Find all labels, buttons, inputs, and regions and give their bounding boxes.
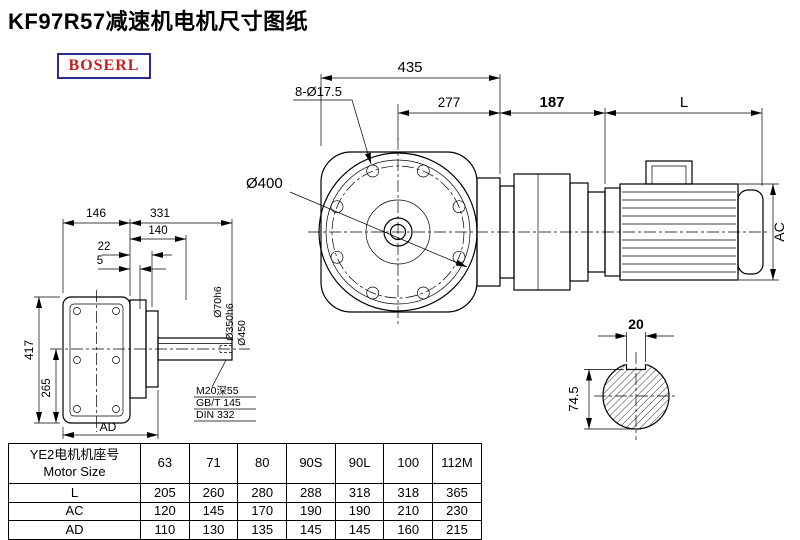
table-cell: 160 xyxy=(383,520,434,540)
table-cell: 215 xyxy=(432,520,482,540)
table-cell: 230 xyxy=(432,501,482,521)
dim-435-label: 435 xyxy=(397,59,422,76)
table-cell: 318 xyxy=(334,483,385,503)
table-cell: 288 xyxy=(286,483,336,503)
dim-417-label: 417 xyxy=(22,340,36,360)
row-label: AD xyxy=(8,520,141,540)
flange-top-view: 435 277 8-Ø17.5 Ø400 xyxy=(246,59,501,326)
table-cell: 318 xyxy=(383,483,434,503)
dim-74_5-label: 74.5 xyxy=(566,386,581,411)
bolt-holes-label: 8-Ø17.5 xyxy=(295,84,342,99)
dim-277-label: 277 xyxy=(438,95,461,110)
table-cell: 145 xyxy=(188,501,239,521)
table-cell: 190 xyxy=(286,501,336,521)
dim-5-label: 5 xyxy=(97,255,103,267)
col-header: 90L xyxy=(334,443,385,484)
col-header: 71 xyxy=(188,443,239,484)
dim-331-label: 331 xyxy=(150,206,170,220)
motor-side-view: 187 L AC xyxy=(499,94,787,291)
row-label: L xyxy=(8,483,141,503)
tap-note-line2: GB/T 145 xyxy=(196,397,241,409)
table-cell: 130 xyxy=(188,520,239,540)
row-label: AC xyxy=(8,501,141,521)
dim-265-label: 265 xyxy=(41,378,53,397)
dim-L-label: L xyxy=(680,94,688,111)
col-header: 112M xyxy=(432,443,482,484)
shaft-diameter-label: Ø70h6 xyxy=(212,286,224,318)
table-cell: 210 xyxy=(383,501,434,521)
gearbox-front-view: 146 331 140 22 5 417 265 xyxy=(22,206,256,439)
col-header: 100 xyxy=(383,443,434,484)
dim-AD-label: AD xyxy=(100,420,117,434)
col-header: 80 xyxy=(237,443,288,484)
table-cell: 135 xyxy=(237,520,288,540)
table-row-AD: AD 110 130 135 145 145 160 215 xyxy=(8,520,482,540)
tap-note-line1: M20深55 xyxy=(196,385,239,397)
motor-size-table: YE2电机机座号 Motor Size 63 71 80 90S 90L 100… xyxy=(8,443,482,540)
table-cell: 145 xyxy=(286,520,336,540)
dim-AC-label: AC xyxy=(771,222,787,241)
table-header-en: Motor Size xyxy=(43,463,106,479)
flange-diameter-label: Ø400 xyxy=(246,175,283,192)
output-shaft-section: 20 74.5 xyxy=(566,316,678,440)
col-header: 63 xyxy=(140,443,190,484)
spigot-diameter-label: Ø350h6 xyxy=(224,303,236,341)
dim-22-label: 22 xyxy=(98,241,111,253)
table-cell: 280 xyxy=(237,483,288,503)
table-cell: 120 xyxy=(140,501,190,521)
table-cell: 260 xyxy=(188,483,239,503)
table-header-row: YE2电机机座号 Motor Size 63 71 80 90S 90L 100… xyxy=(8,443,482,484)
table-header-motor-size: YE2电机机座号 Motor Size xyxy=(8,443,141,484)
table-cell: 170 xyxy=(237,501,288,521)
dim-146-label: 146 xyxy=(86,206,106,220)
table-cell: 365 xyxy=(432,483,482,503)
brand-logo: BOSERL xyxy=(57,53,151,79)
col-header: 90S xyxy=(286,443,336,484)
table-cell: 205 xyxy=(140,483,190,503)
flange-outer-diameter-label: Ø450 xyxy=(236,320,248,346)
table-cell: 190 xyxy=(334,501,385,521)
table-cell: 145 xyxy=(334,520,385,540)
dim-187-label: 187 xyxy=(539,94,564,111)
page-title: KF97R57减速机电机尺寸图纸 xyxy=(8,9,309,34)
table-header-cn: YE2电机机座号 xyxy=(29,447,120,463)
tap-note-line3: DIN 332 xyxy=(196,409,235,421)
dim-20-label: 20 xyxy=(628,316,644,332)
table-row-L: L 205 260 280 288 318 318 365 xyxy=(8,483,482,503)
dim-140-label: 140 xyxy=(148,225,167,237)
table-row-AC: AC 120 145 170 190 190 210 230 xyxy=(8,501,482,521)
table-cell: 110 xyxy=(140,520,190,540)
